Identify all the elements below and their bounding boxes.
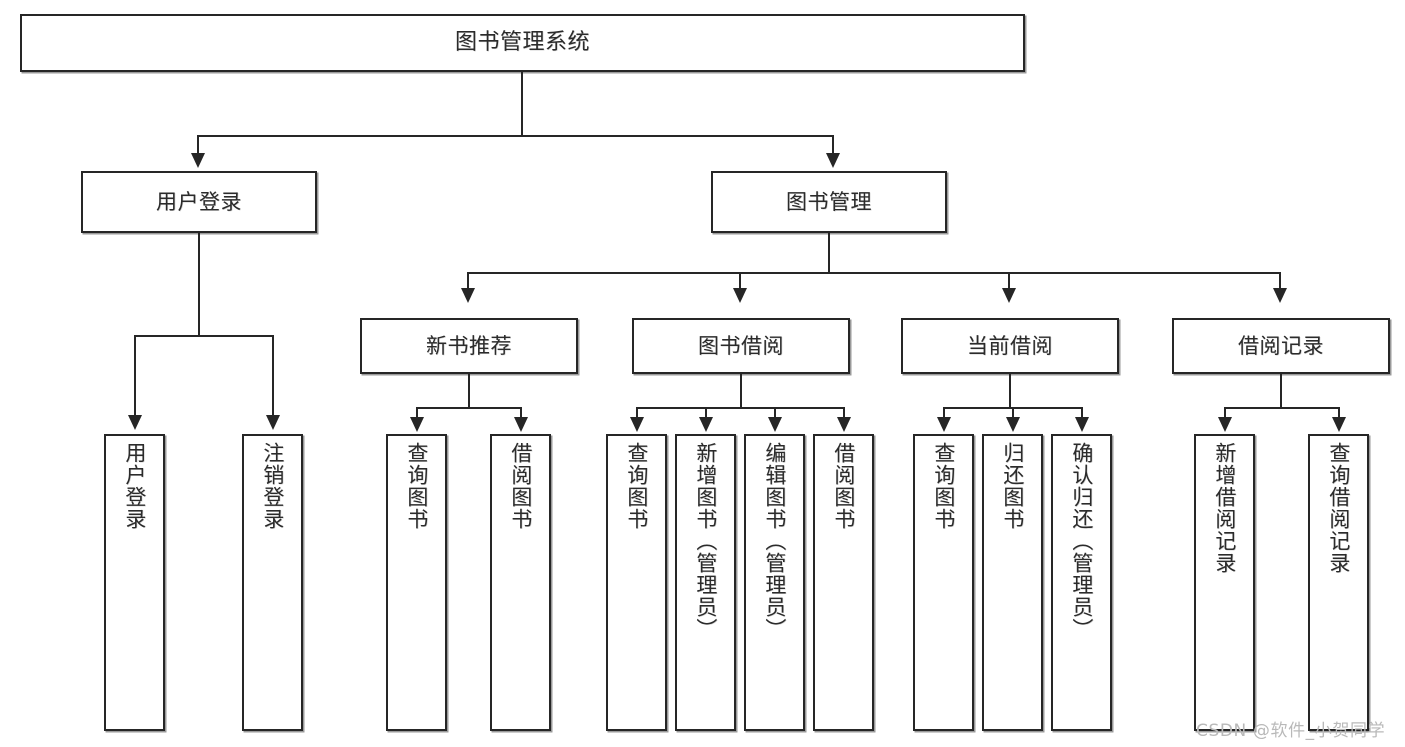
edge-new-book-bus [416, 407, 522, 409]
node-book-management[interactable]: 图书管理 [711, 171, 947, 233]
node-root-system[interactable]: 图书管理系统 [20, 14, 1025, 72]
node-label: 用户登录 [156, 189, 242, 214]
edge-borrow-record-bus [1224, 407, 1338, 409]
edge-book-borrow-to-leaf-1 [636, 407, 638, 419]
leaf-borrow-add-book-admin[interactable]: 新增图书（管理员） [675, 434, 736, 731]
edge-book-borrow-stem [740, 374, 742, 407]
edge-book-borrow-to-leaf-2 [705, 407, 707, 419]
node-label: 查询图书 [931, 442, 956, 530]
node-book-borrow[interactable]: 图书借阅 [632, 318, 850, 374]
edge-book-mgmt-to-book-borrow [739, 272, 741, 290]
edge-new-book-stem [468, 374, 470, 407]
leaf-borrow-query-book[interactable]: 查询图书 [606, 434, 667, 731]
node-label: 借阅记录 [1238, 333, 1324, 358]
node-label: 新增图书（管理员） [693, 442, 718, 640]
leaf-record-query-record[interactable]: 查询借阅记录 [1308, 434, 1369, 731]
edge-book-mgmt-to-borrow-record [1279, 272, 1281, 290]
leaf-borrow-borrow-book[interactable]: 借阅图书 [813, 434, 874, 731]
leaf-current-confirm-return-admin[interactable]: 确认归还（管理员） [1051, 434, 1112, 731]
edge-current-borrow-to-leaf-1 [943, 407, 945, 419]
leaf-new-book-query-book[interactable]: 查询图书 [386, 434, 447, 731]
edge-root-stem [521, 72, 523, 135]
arrow-user-login-to-leaf-1 [128, 415, 142, 430]
node-label: 借阅图书 [508, 442, 533, 530]
arrow-current-borrow-to-leaf-2 [1006, 417, 1020, 432]
edge-root-bus [197, 135, 834, 137]
edge-new-book-to-leaf-1 [416, 407, 418, 419]
leaf-current-return-book[interactable]: 归还图书 [982, 434, 1043, 731]
edge-book-borrow-to-leaf-3 [774, 407, 776, 419]
csdn-watermark: CSDN @软件_小贺同学 [1196, 721, 1386, 741]
arrow-root-to-book-mgmt [826, 153, 840, 168]
leaf-new-book-borrow-book[interactable]: 借阅图书 [490, 434, 551, 731]
edge-root-to-book-mgmt [832, 135, 834, 155]
node-label: 当前借阅 [967, 333, 1053, 358]
node-label: 查询借阅记录 [1326, 442, 1351, 574]
arrow-current-borrow-to-leaf-1 [937, 417, 951, 432]
node-label: 查询图书 [624, 442, 649, 530]
edge-book-mgmt-stem [828, 233, 830, 272]
leaf-record-add-record[interactable]: 新增借阅记录 [1194, 434, 1255, 731]
leaf-user-login[interactable]: 用户登录 [104, 434, 165, 731]
leaf-borrow-edit-book-admin[interactable]: 编辑图书（管理员） [744, 434, 805, 731]
arrow-book-borrow-to-leaf-4 [837, 417, 851, 432]
arrow-book-mgmt-to-borrow-record [1273, 288, 1287, 303]
edge-user-login-to-leaf-1 [134, 335, 136, 417]
node-current-borrow[interactable]: 当前借阅 [901, 318, 1119, 374]
node-label: 注销登录 [260, 442, 285, 530]
edge-new-book-to-leaf-2 [520, 407, 522, 419]
node-label: 确认归还（管理员） [1069, 442, 1094, 640]
node-label: 图书借阅 [698, 333, 784, 358]
edge-book-borrow-bus [636, 407, 845, 409]
node-label: 图书管理系统 [454, 30, 590, 56]
node-label: 新书推荐 [426, 333, 512, 358]
arrow-user-login-to-leaf-2 [266, 415, 280, 430]
node-label: 借阅图书 [831, 442, 856, 530]
edge-current-borrow-to-leaf-2 [1012, 407, 1014, 419]
node-label: 用户登录 [122, 442, 147, 530]
edge-borrow-record-to-leaf-1 [1224, 407, 1226, 419]
edge-borrow-record-stem [1280, 374, 1282, 407]
edge-borrow-record-to-leaf-2 [1338, 407, 1340, 419]
leaf-logout[interactable]: 注销登录 [242, 434, 303, 731]
edge-user-login-bus [134, 335, 274, 337]
edge-current-borrow-to-leaf-3 [1081, 407, 1083, 419]
arrow-new-book-to-leaf-2 [514, 417, 528, 432]
edge-book-mgmt-bus [467, 272, 1279, 274]
edge-user-login-stem [198, 233, 200, 335]
arrow-borrow-record-to-leaf-2 [1332, 417, 1346, 432]
edge-root-to-user-login [197, 135, 199, 155]
node-new-book-recommend[interactable]: 新书推荐 [360, 318, 578, 374]
node-label: 新增借阅记录 [1212, 442, 1237, 574]
node-label: 编辑图书（管理员） [762, 442, 787, 640]
arrow-book-mgmt-to-current-borrow [1002, 288, 1016, 303]
arrow-borrow-record-to-leaf-1 [1218, 417, 1232, 432]
node-label: 归还图书 [1000, 442, 1025, 530]
node-user-login[interactable]: 用户登录 [81, 171, 317, 233]
edge-book-mgmt-to-new-book [467, 272, 469, 290]
arrow-book-borrow-to-leaf-3 [768, 417, 782, 432]
arrow-root-to-user-login [191, 153, 205, 168]
arrow-book-borrow-to-leaf-2 [699, 417, 713, 432]
arrow-book-mgmt-to-book-borrow [733, 288, 747, 303]
arrow-book-borrow-to-leaf-1 [630, 417, 644, 432]
edge-book-borrow-to-leaf-4 [843, 407, 845, 419]
leaf-current-query-book[interactable]: 查询图书 [913, 434, 974, 731]
arrow-current-borrow-to-leaf-3 [1075, 417, 1089, 432]
edge-current-borrow-stem [1009, 374, 1011, 407]
node-borrow-record[interactable]: 借阅记录 [1172, 318, 1390, 374]
edge-book-mgmt-to-current-borrow [1008, 272, 1010, 290]
arrow-new-book-to-leaf-1 [410, 417, 424, 432]
node-label: 图书管理 [786, 189, 872, 214]
edge-user-login-to-leaf-2 [272, 335, 274, 417]
arrow-book-mgmt-to-new-book [461, 288, 475, 303]
node-label: 查询图书 [404, 442, 429, 530]
